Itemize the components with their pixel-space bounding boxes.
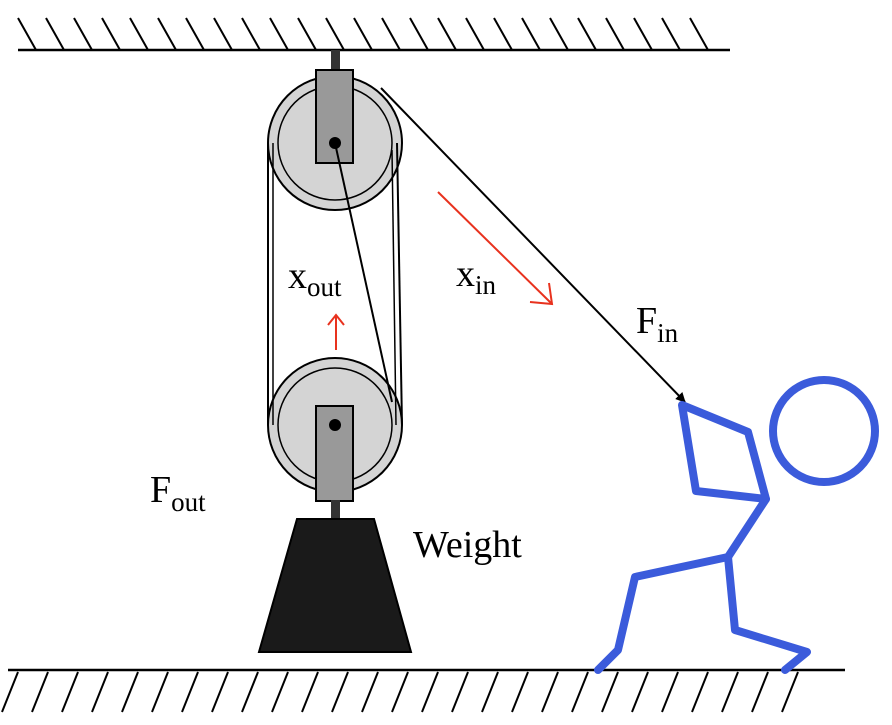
ceiling-hatch-mark — [129, 17, 149, 51]
rope-diagonal — [334, 142, 393, 403]
floor-hatch-mark — [361, 671, 379, 713]
rope-pull-line — [380, 87, 686, 403]
ceiling-hatch-mark — [157, 17, 177, 51]
floor-hatch-mark — [751, 671, 769, 713]
figure-head — [769, 376, 879, 486]
ceiling-hatch-mark — [689, 17, 709, 51]
x-out-label: xout — [288, 255, 342, 302]
figure-leg-right — [724, 553, 811, 674]
ceiling-hatch-mark — [437, 17, 457, 51]
floor-hatch-mark — [211, 671, 229, 713]
floor-hatch-mark — [301, 671, 319, 713]
floor-hatch-mark — [511, 671, 529, 713]
floor-hatch-mark — [241, 671, 259, 713]
floor-hatch-mark — [541, 671, 559, 713]
ceiling-hatch-mark — [577, 17, 597, 51]
floor-hatching — [1, 671, 799, 713]
figure-arms — [678, 401, 770, 503]
floor-hatch-mark — [601, 671, 619, 713]
ceiling-hatch-mark — [325, 17, 345, 51]
upper-pulley-bracket — [315, 69, 354, 164]
ceiling-hatch-mark — [493, 17, 513, 51]
floor-hatch-mark — [451, 671, 469, 713]
ceiling-hatching — [17, 17, 709, 51]
f-out-label: Fout — [150, 469, 206, 517]
floor-hatch-mark — [391, 671, 409, 713]
weight-hanger-rod — [331, 500, 340, 520]
f-in-label: Fin — [636, 300, 679, 348]
weight-block — [257, 518, 413, 653]
rope-right-inner — [391, 149, 397, 426]
floor-hatch-mark — [481, 671, 499, 713]
ceiling-hatch-mark — [45, 17, 65, 51]
floor-hatch-mark — [721, 671, 739, 713]
ceiling-hatch-mark — [521, 17, 541, 51]
x-in-label: xin — [456, 253, 497, 300]
floor-hatch-mark — [31, 671, 49, 713]
floor-hatch-mark — [421, 671, 439, 713]
upper-axle — [329, 137, 341, 149]
floor — [1, 668, 845, 713]
motion-arrows — [327, 191, 554, 350]
figure-leg-left — [594, 495, 770, 674]
floor-hatch-mark — [691, 671, 709, 713]
ceiling-hatch-mark — [549, 17, 569, 51]
floor-hatch-mark — [151, 671, 169, 713]
ceiling-hatch-mark — [17, 17, 37, 51]
ceiling-hatch-mark — [73, 17, 93, 51]
ceiling-hatch-mark — [297, 17, 317, 51]
ceiling-hatch-mark — [381, 17, 401, 51]
floor-hatch-mark — [181, 671, 199, 713]
ceiling-hatch-mark — [409, 17, 429, 51]
floor-hatch-mark — [631, 671, 649, 713]
floor-hatch-mark — [781, 671, 799, 713]
floor-hatch-mark — [61, 671, 79, 713]
ceiling-hatch-mark — [605, 17, 625, 51]
floor-hatch-mark — [121, 671, 139, 713]
floor-hatch-mark — [661, 671, 679, 713]
rope-right-outer — [396, 142, 403, 426]
floor-hatch-mark — [331, 671, 349, 713]
ceiling-hatch-mark — [101, 17, 121, 51]
ceiling-hatch-mark — [185, 17, 205, 51]
floor-hatch-mark — [571, 671, 589, 713]
weight-label: Weight — [413, 524, 522, 566]
lower-axle — [329, 419, 341, 431]
ceiling-hatch-mark — [633, 17, 653, 51]
x-out-arrow — [327, 313, 345, 350]
floor-hatch-mark — [1, 671, 19, 713]
ceiling-hatch-mark — [465, 17, 485, 51]
ceiling-hatch-mark — [353, 17, 373, 51]
stick-figure-person — [594, 376, 879, 674]
ropes — [267, 87, 686, 426]
floor-hatch-mark — [271, 671, 289, 713]
ceiling-hatch-mark — [213, 17, 233, 51]
x-in-arrow — [437, 191, 554, 306]
ceiling-hatch-mark — [661, 17, 681, 51]
ceiling — [17, 17, 730, 52]
ceiling-hatch-mark — [241, 17, 261, 51]
floor-hatch-mark — [91, 671, 109, 713]
ceiling-hatch-mark — [269, 17, 289, 51]
ceiling-mount-rod — [331, 50, 340, 72]
